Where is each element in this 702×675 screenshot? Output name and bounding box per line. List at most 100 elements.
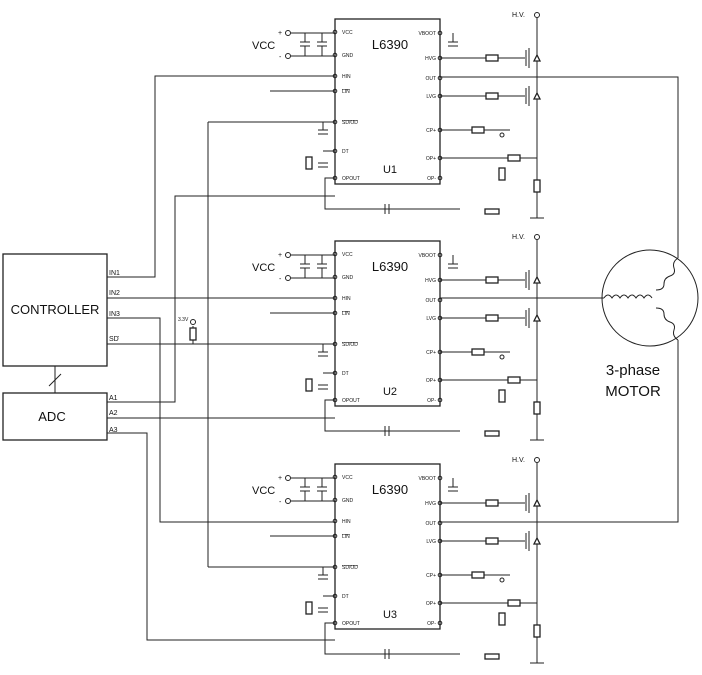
dt-resistor [305,378,313,392]
gate-resistor [485,92,499,100]
igbt-diode [532,313,542,322]
pin-label-left: DT [342,149,349,155]
pin-node [437,175,443,181]
pin-node [437,252,443,258]
pin-node [332,29,338,35]
pin-node [437,397,443,403]
bus-slash [48,373,62,387]
controller-label: CONTROLLER [11,302,100,317]
chip-u2-ref: U2 [383,386,397,398]
chip-u1 [334,18,441,185]
cp-resistor [471,571,485,579]
vcc-terminal [285,30,291,36]
chip-u2-part: L6390 [372,259,408,274]
sense-resistor [533,179,541,193]
pin-node [437,30,443,36]
pin-label-right: OP- [427,398,436,404]
pin-label-right: OP+ [426,156,436,162]
shunt-resistor [498,612,506,626]
test-point [499,577,505,583]
controller-pin-sd: SD [109,336,119,343]
chip-u3-part: L6390 [372,482,408,497]
shunt-resistor [498,389,506,403]
gate-resistor [485,276,499,284]
pin-node [437,75,443,81]
adc-pin-a3: A3 [109,427,118,434]
chip-u3-ref: U3 [383,609,397,621]
chip-u3 [334,463,441,630]
pin-label-right: OUT [425,298,436,304]
hv-terminal [534,457,540,463]
chip-u1-part: L6390 [372,37,408,52]
pin-label-left: HIN [342,74,351,80]
pin-label-left: HIN [342,519,351,525]
pullup-resistor [189,327,197,341]
motor-circle [601,249,699,347]
pin-label-right: VBOOT [418,253,436,259]
vcc-terminal [285,252,291,258]
phase-c-wire [440,340,679,523]
pin-node [332,341,338,347]
igbt-diode [532,498,542,507]
pin-label-right: LVG [426,316,436,322]
pin-label-right: OUT [425,76,436,82]
hv-label: H.V. [512,457,525,464]
pin-label-left: HIN [342,296,351,302]
vcc-label: VCC [252,262,275,274]
feedback-resistor [484,430,500,437]
igbt-diode [532,53,542,62]
pin-label-left: SD/OD [342,342,358,348]
adc-pin-a1: A1 [109,395,118,402]
pin-label-right: OP- [427,176,436,182]
pullup-terminal [190,319,196,325]
gate-resistor [485,314,499,322]
gate-resistor [485,54,499,62]
pin-node [437,475,443,481]
pin-label-left: DT [342,371,349,377]
chip-u2 [334,240,441,407]
gnd-terminal [285,275,291,281]
hv-terminal [534,12,540,18]
pullup-label: 3.3V [178,317,189,323]
pin-label-left: OPOUT [342,621,360,627]
pin-label-left: SD/OD [342,120,358,126]
motor-label-line2: MOTOR [605,383,661,400]
gate-resistor [485,537,499,545]
adc-box [2,392,108,441]
pin-node [332,251,338,257]
pin-label-right: OP+ [426,378,436,384]
pin-label-right: OUT [425,521,436,527]
test-point [499,354,505,360]
pin-node [437,520,443,526]
igbt-diode [532,91,542,100]
stage-u3: L6390 U3 VCCGNDHINLINSD/ODDTOPOUTVBOOTHV… [252,457,544,664]
controller-pin-in1: IN1 [109,270,120,277]
pin-label-left: VCC [342,475,353,481]
igbt-diode [532,536,542,545]
stage-u2: L6390 U2 VCCGNDHINLINSD/ODDTOPOUTVBOOTHV… [252,234,544,441]
op-resistor [507,154,521,162]
adc-label: ADC [38,409,65,424]
cp-resistor [471,126,485,134]
pin-label-left: LIN [342,534,350,540]
pin-node [437,620,443,626]
vcc-label: VCC [252,40,275,52]
pin-node [332,274,338,280]
pin-label-left: LIN [342,89,350,95]
adc-pin-a2: A2 [109,410,118,417]
vcc-label: VCC [252,485,275,497]
pin-label-left: GND [342,275,354,281]
stage-u1: L6390 U1 VCCGNDHINLINSD/ODDTOPOUTVBOOTHV… [252,12,544,219]
igbt-diode [532,275,542,284]
pin-label-right: HVG [425,501,436,507]
pin-label-right: HVG [425,278,436,284]
pin-node [332,73,338,79]
minus-sign: - [279,54,282,61]
a3-wire [107,432,335,641]
pin-label-left: GND [342,498,354,504]
minus-sign: - [279,499,282,506]
pin-node [332,52,338,58]
controller-box [2,253,108,367]
pin-label-right: HVG [425,56,436,62]
controller-pin-in3: IN3 [109,311,120,318]
